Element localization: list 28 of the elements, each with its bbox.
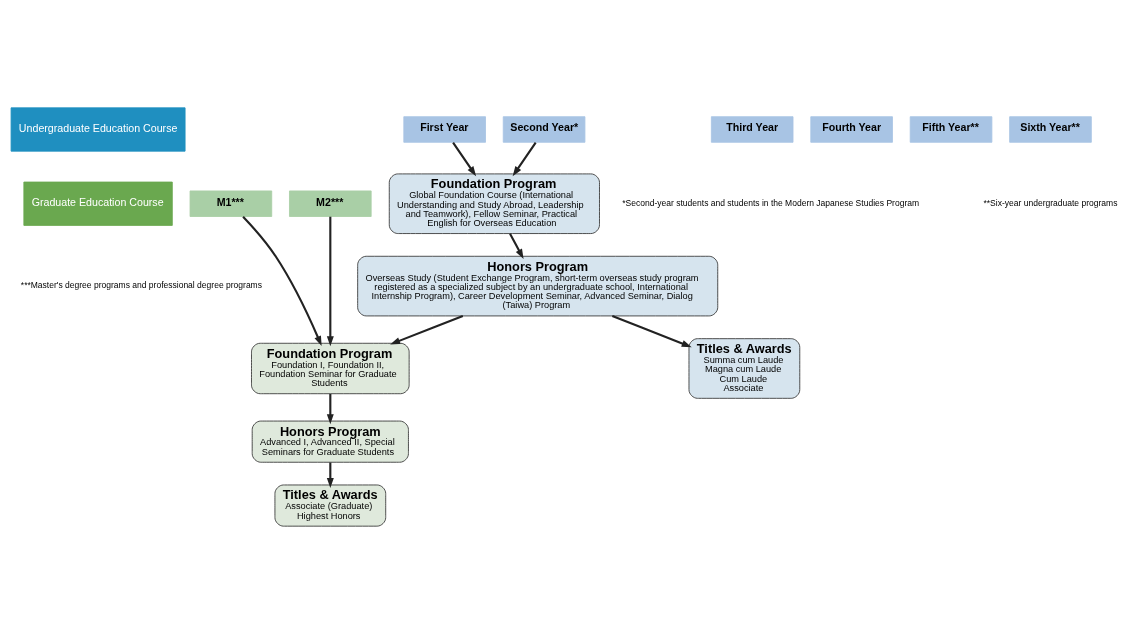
arrow [611,314,692,347]
node-box: Fifth Year** [909,115,993,143]
node-box: Second Year* [502,115,586,143]
arrow [326,461,334,488]
label: **Six-year undergraduate programs [983,197,1118,208]
arrow [512,141,537,176]
node-box: Titles & Awards Associate (Graduate) Highest Honors [274,484,387,527]
arrow [509,232,524,259]
node-box: Titles & Awards Summa cum Laude Magna cum Laude Cum Laude Associate [688,337,801,399]
node-box: M2*** [289,190,372,217]
node-box: Honors Program Advanced I, Advanced II, Special Seminars for Graduate Students [251,420,409,463]
node-box: First Year [403,115,486,143]
arrow [242,215,322,346]
arrow [390,314,464,344]
node-box: Honors Program Overseas Study (Student Exchange Program, short-term overseas study program registered as a specialized subject by an undergraduate school, International Internship Program), Career Development Seminar, Advanced Seminar, Dialog (Taiwa) Program [357,255,719,316]
arrow [326,216,334,346]
node-box: Foundation Program Global Foundation Course (International Understanding and Study Abroad, Leadership and Teamwork), Fellow Seminar, Practical English for Overseas Education [388,172,600,234]
node-box: Foundation Program Foundation I, Foundation II, Foundation Seminar for Graduate Students [251,342,410,394]
label: ***Master's degree programs and professional degree programs [20,279,262,290]
node-box: Graduate Education Course [23,181,173,226]
node-box: Sixth Year** [1009,115,1092,143]
node-box: Fourth Year [810,115,893,143]
node-box: Third Year [710,115,794,143]
node-box: Undergraduate Education Course [10,106,186,152]
arrow [452,141,477,176]
arrow [326,393,334,424]
node-box: M1*** [189,190,273,217]
label: *Second-year students and students in the Modern Japanese Studies Program [622,197,920,208]
